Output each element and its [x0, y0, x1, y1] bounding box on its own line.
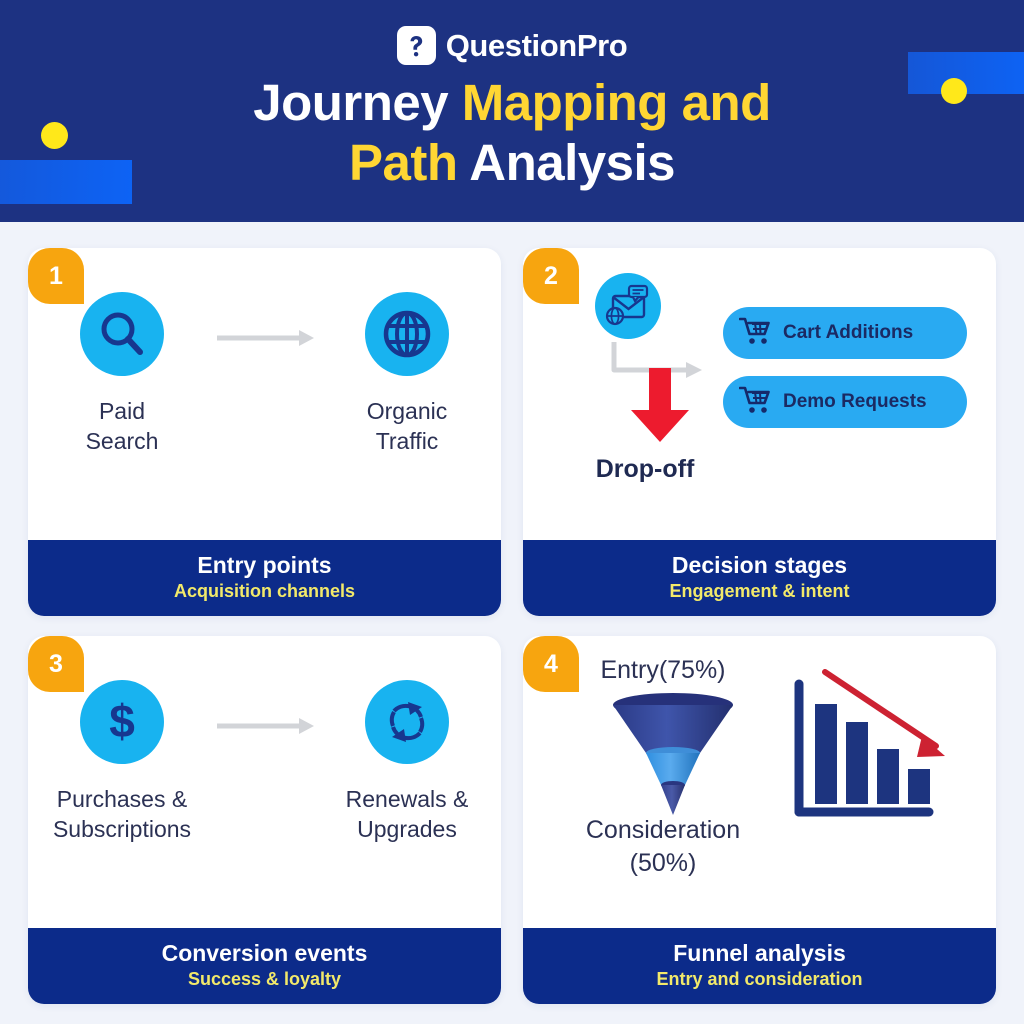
header-banner: QuestionPro Journey Mapping and Path Ana…	[0, 0, 1024, 222]
card-footer: Entry points Acquisition channels	[28, 539, 501, 616]
card-number-badge: 1	[28, 248, 84, 304]
title-part-4: Analysis	[469, 134, 676, 192]
arrow-right-icon	[210, 717, 320, 735]
question-mark-badge-icon	[396, 26, 436, 65]
purchases-node: $ Purchases &Subscriptions	[35, 680, 210, 845]
footer-subtitle: Engagement & intent	[669, 581, 850, 602]
footer-title: Funnel analysis	[673, 939, 846, 966]
magnifying-glass-icon	[80, 292, 164, 376]
declining-bar-chart-icon	[789, 664, 965, 839]
pill-cart-additions[interactable]: Cart Additions	[723, 307, 967, 359]
title-part-3: Path	[348, 134, 470, 192]
brand-name: QuestionPro	[445, 27, 628, 63]
card-footer: Decision stages Engagement & intent	[523, 539, 996, 616]
card-footer: Funnel analysis Entry and consideration	[523, 927, 996, 1004]
card-body: Entry(75%)	[523, 636, 996, 928]
footer-title: Entry points	[197, 551, 332, 578]
decorative-dot-right	[941, 78, 967, 104]
shopping-cart-icon	[738, 385, 773, 420]
card-conversion-events[interactable]: 3 $ Purchases &Subscriptions	[28, 636, 501, 1004]
renewals-node: Renewals &Upgrades	[320, 680, 495, 845]
email-source-node	[595, 273, 661, 339]
email-envelope-globe-icon	[595, 273, 661, 339]
card-number-badge: 4	[523, 636, 579, 692]
node-label: Renewals &Upgrades	[345, 786, 469, 843]
page-title: Journey Mapping and Path Analysis	[0, 73, 1024, 193]
shopping-cart-icon	[738, 316, 773, 351]
drop-off-label: Drop-off	[595, 455, 695, 483]
footer-subtitle: Acquisition channels	[173, 581, 356, 602]
card-footer: Conversion events Success & loyalty	[28, 927, 501, 1004]
footer-title: Conversion events	[161, 939, 368, 966]
icon-pair-row: $ Purchases &Subscriptions	[28, 680, 501, 845]
node-label: Purchases &Subscriptions	[52, 786, 192, 843]
pill-label: Cart Additions	[783, 322, 914, 343]
footer-title: Decision stages	[671, 551, 848, 578]
red-down-arrow-icon	[627, 366, 693, 449]
pill-label: Demo Requests	[783, 391, 927, 412]
pill-demo-requests[interactable]: Demo Requests	[723, 376, 967, 428]
funnel-chart-icon	[600, 691, 746, 821]
brand-logo: QuestionPro	[0, 0, 1024, 65]
globe-icon	[365, 292, 449, 376]
arrow-right-icon	[210, 329, 320, 347]
title-part-1: Journey	[253, 74, 462, 131]
funnel-consideration-label: Consideration(50%)	[585, 816, 741, 878]
svg-text:$: $	[109, 695, 135, 747]
card-body: Drop-off Cart Additions	[523, 248, 996, 540]
funnel-entry-label: Entry(75%)	[600, 656, 726, 684]
decorative-dot-left	[41, 122, 68, 149]
footer-subtitle: Success & loyalty	[187, 969, 342, 990]
card-funnel-analysis[interactable]: 4 Entry(75%)	[523, 636, 996, 1004]
dollar-sign-icon: $	[80, 680, 164, 764]
title-part-2: Mapping and	[461, 74, 771, 131]
card-number-badge: 2	[523, 248, 579, 304]
footer-subtitle: Entry and consideration	[656, 969, 863, 990]
card-body: $ Purchases &Subscriptions	[28, 636, 501, 928]
card-decision-stages[interactable]: 2	[523, 248, 996, 616]
renewal-cycle-icon	[365, 680, 449, 764]
card-number-badge: 3	[28, 636, 84, 692]
